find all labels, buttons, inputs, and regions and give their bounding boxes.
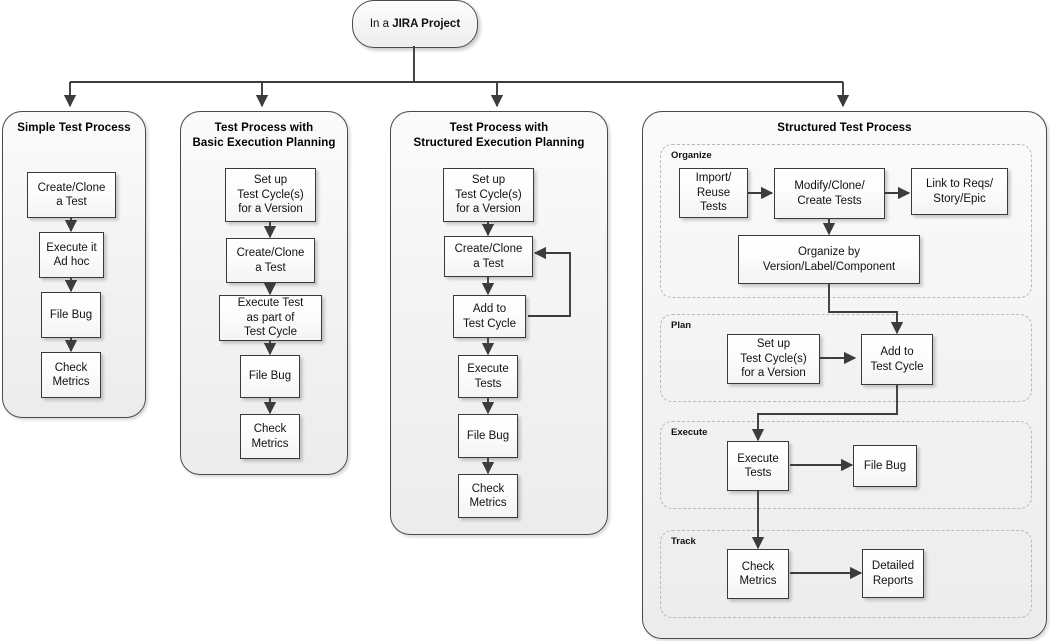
lane-title-simple: Simple Test Process [17,122,131,134]
node-file-bug-planning[interactable]: File Bug [458,414,518,458]
node-label: Execute it Ad hoc [46,241,97,269]
group-execute[interactable]: Execute [660,421,1032,509]
start-line2: JIRA Project [392,17,461,30]
lane-title-structured: Structured Test Process [777,122,912,134]
node-create-clone-a-test-basic[interactable]: Create/Clone a Test [226,238,315,283]
group-title-plan: Plan [671,320,692,331]
node-label: Check Metrics [52,361,90,389]
node-execute-it-ad-hoc[interactable]: Execute it Ad hoc [39,232,104,278]
node-file-bug-basic[interactable]: File Bug [240,355,300,398]
group-title-organize: Organize [671,150,712,161]
node-label: Add to Test Cycle [870,346,924,373]
node-label: Create/Clone a Test [454,243,523,270]
node-create-clone-a-test-planning[interactable]: Create/Clone a Test [444,236,533,277]
group-title-execute: Execute [671,427,708,438]
node-label: File Bug [248,370,292,383]
node-label: Set up Test Cycle(s) for a Version [740,338,807,380]
node-label: Import/ Reuse Tests [695,172,732,214]
group-plan[interactable]: Plan [660,314,1032,402]
node-label: Execute Tests [737,452,779,480]
node-label: Check Metrics [251,423,289,450]
start-node[interactable]: In a JIRA Project [352,0,478,48]
node-label: Execute Test as part of Test Cycle [237,297,304,339]
node-label: Create/Clone a Test [236,247,305,274]
node-check-metrics-basic[interactable]: Check Metrics [240,414,300,459]
node-link-to-reqs-story-epic[interactable]: Link to Reqs/ Story/Epic [911,168,1008,215]
node-label: Execute Tests [467,363,509,390]
node-import-reuse-tests[interactable]: Import/ Reuse Tests [679,168,748,218]
node-file-bug-simple[interactable]: File Bug [41,292,101,338]
group-track[interactable]: Track [660,530,1032,618]
node-label: Organize by Version/Label/Component [762,246,896,273]
lane-title-basic: Test Process with Basic Execution Planni… [192,122,336,149]
node-label: Add to Test Cycle [462,303,517,330]
node-execute-test-as-part-of-test-cycle[interactable]: Execute Test as part of Test Cycle [219,295,322,341]
node-detailed-reports[interactable]: Detailed Reports [862,549,924,598]
node-label: Check Metrics [739,560,777,588]
node-label: Set up Test Cycle(s) for a Version [237,174,304,216]
node-set-up-test-cycles-basic[interactable]: Set up Test Cycle(s) for a Version [225,168,316,222]
node-label: Detailed Reports [871,560,915,587]
node-set-up-test-cycles-plan[interactable]: Set up Test Cycle(s) for a Version [727,334,820,384]
node-file-bug-structured[interactable]: File Bug [853,445,917,487]
node-create-clone-a-test[interactable]: Create/Clone a Test [27,172,116,218]
node-organize-by-version-label-component[interactable]: Organize by Version/Label/Component [738,235,920,284]
node-label: Create/Clone a Test [37,181,106,209]
lane-title-planning: Test Process with Structured Execution P… [413,122,585,149]
node-label: Modify/Clone/ Create Tests [794,180,865,207]
node-add-to-test-cycle-planning[interactable]: Add to Test Cycle [453,295,526,338]
node-check-metrics-simple[interactable]: Check Metrics [41,352,101,398]
node-label: Check Metrics [469,482,507,510]
node-label: Set up Test Cycle(s) for a Version [455,174,522,216]
node-modify-clone-create-tests[interactable]: Modify/Clone/ Create Tests [774,168,885,219]
node-execute-tests-planning[interactable]: Execute Tests [458,355,518,398]
start-line1: In a [369,17,389,30]
node-label: Link to Reqs/ Story/Epic [925,178,994,205]
node-label: File Bug [49,308,93,321]
node-execute-tests-structured[interactable]: Execute Tests [727,441,789,491]
node-label: File Bug [863,459,907,472]
group-title-track: Track [671,536,696,547]
node-set-up-test-cycles-planning[interactable]: Set up Test Cycle(s) for a Version [443,168,534,222]
node-add-to-test-cycle-plan[interactable]: Add to Test Cycle [861,334,933,385]
node-check-metrics-planning[interactable]: Check Metrics [458,474,518,518]
node-label: File Bug [466,429,510,442]
node-check-metrics-structured[interactable]: Check Metrics [727,549,789,599]
